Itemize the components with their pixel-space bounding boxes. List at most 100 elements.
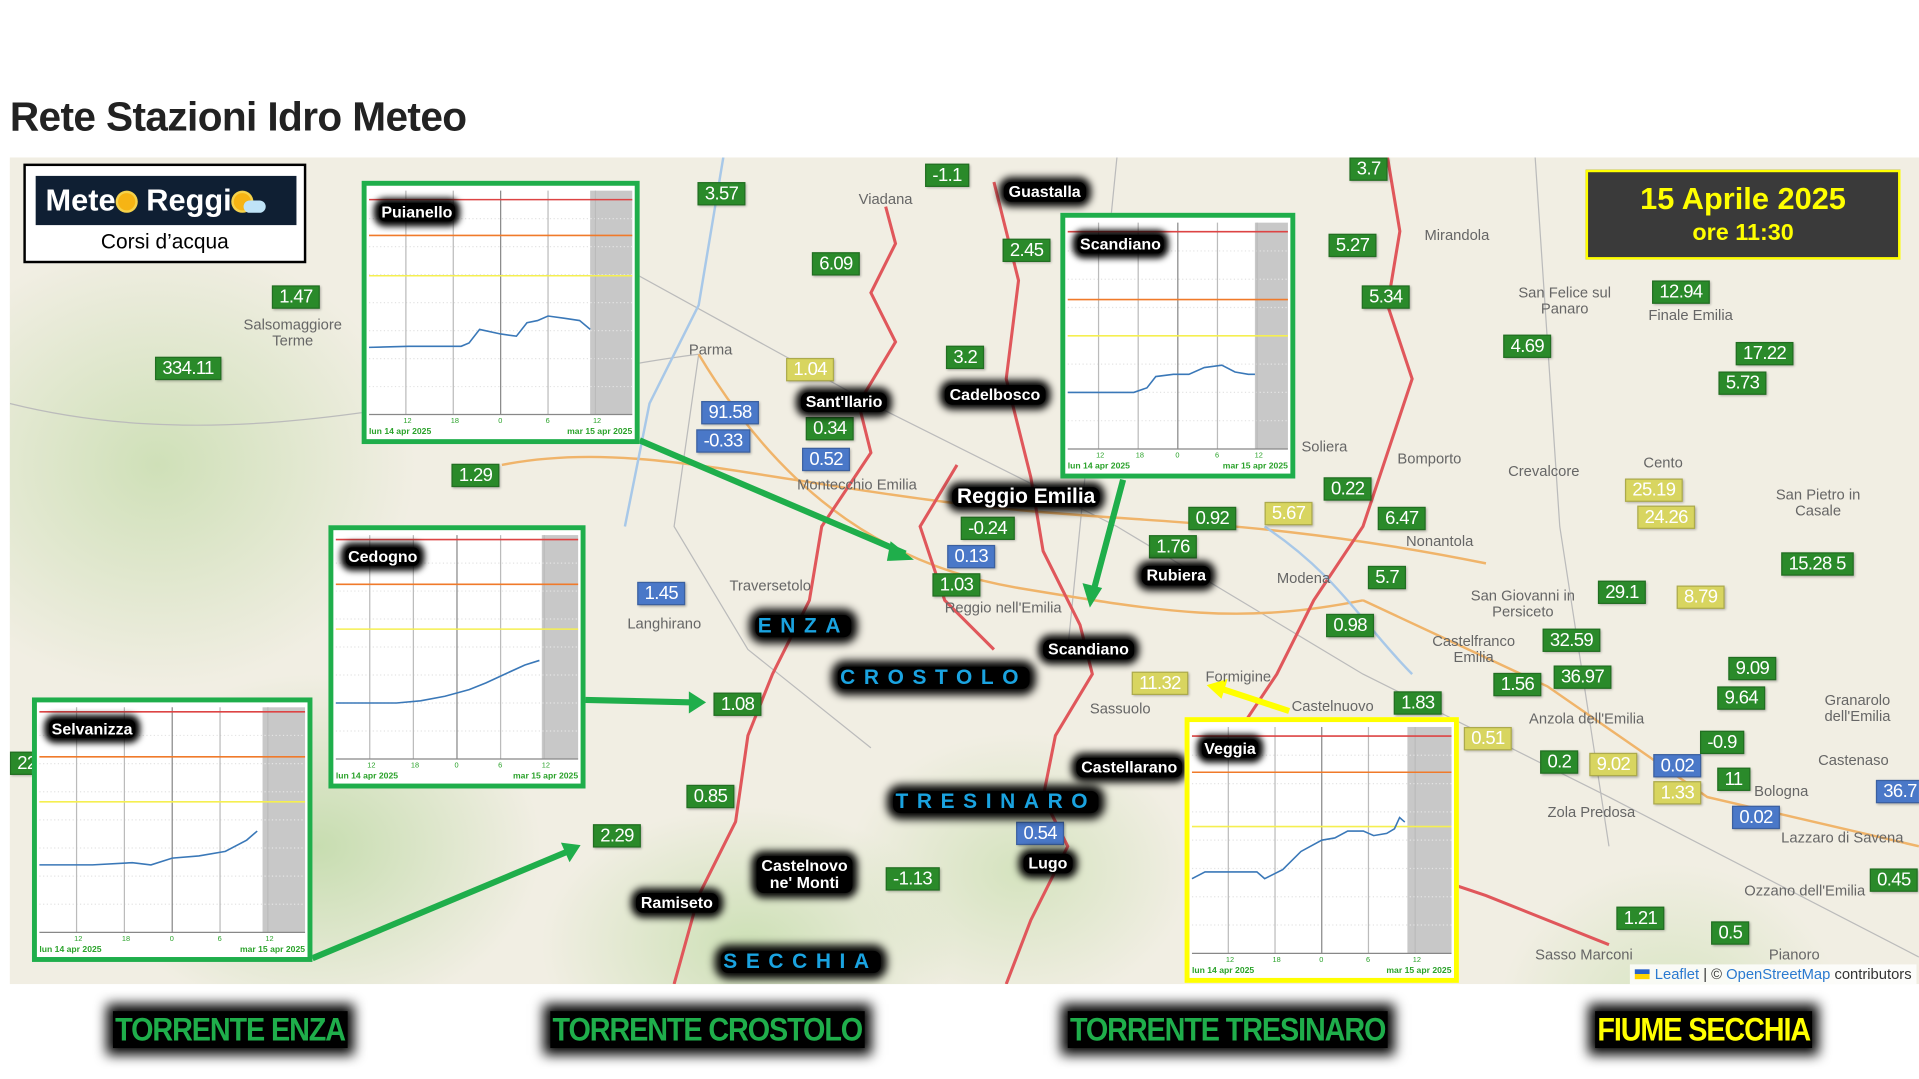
station-marker[interactable]: 24.26 bbox=[1637, 505, 1696, 529]
station-marker[interactable]: 15.28 5 bbox=[1781, 552, 1854, 576]
chart-plot bbox=[39, 707, 306, 934]
station-marker[interactable]: 0.54 bbox=[1016, 821, 1065, 846]
town-label: Castelfranco Emilia bbox=[1432, 632, 1516, 666]
station-marker[interactable]: 3.2 bbox=[945, 345, 985, 370]
station-marker[interactable]: 9.02 bbox=[1589, 752, 1638, 777]
station-marker[interactable]: -0.33 bbox=[696, 429, 750, 453]
station-marker[interactable]: 0.45 bbox=[1869, 868, 1918, 892]
place-label: Guastalla bbox=[1003, 182, 1086, 202]
station-marker[interactable]: 9.64 bbox=[1717, 686, 1766, 710]
station-marker[interactable]: 5.27 bbox=[1328, 233, 1377, 258]
station-marker[interactable]: 1.08 bbox=[713, 692, 762, 716]
station-marker[interactable]: 334.11 bbox=[154, 356, 222, 381]
station-marker[interactable]: 9.09 bbox=[1728, 656, 1777, 681]
station-marker[interactable]: 0.02 bbox=[1653, 754, 1702, 778]
leaflet-link[interactable]: Leaflet bbox=[1654, 965, 1700, 983]
station-marker[interactable]: 1.21 bbox=[1616, 906, 1665, 930]
station-marker[interactable]: 29.1 bbox=[1597, 580, 1647, 604]
station-marker[interactable]: 5.73 bbox=[1718, 371, 1767, 395]
station-marker[interactable]: 1.76 bbox=[1148, 535, 1198, 559]
x-tick-label: 0 bbox=[454, 762, 459, 771]
logo-subtitle: Corsi d’acqua bbox=[100, 230, 229, 254]
station-marker[interactable]: 0.13 bbox=[947, 544, 996, 569]
station-marker[interactable]: 1.33 bbox=[1653, 781, 1702, 805]
chart-plot bbox=[369, 190, 633, 416]
station-marker[interactable]: 1.56 bbox=[1493, 672, 1542, 697]
station-marker[interactable]: -0.24 bbox=[960, 516, 1015, 541]
chart-plot bbox=[1191, 726, 1452, 954]
station-marker[interactable]: 12.94 bbox=[1652, 280, 1710, 304]
x-tick-label: 6 bbox=[1214, 452, 1220, 461]
station-marker[interactable]: 0.22 bbox=[1323, 477, 1372, 501]
station-marker[interactable]: 1.45 bbox=[637, 581, 686, 606]
town-label: Anzola dell'Emilia bbox=[1529, 709, 1645, 727]
station-marker[interactable]: 6.47 bbox=[1377, 506, 1426, 531]
station-marker[interactable]: -0.9 bbox=[1699, 730, 1745, 755]
station-marker[interactable]: 25.19 bbox=[1624, 478, 1683, 502]
station-marker[interactable]: 11 bbox=[1717, 767, 1750, 791]
station-marker[interactable]: 36.7 bbox=[1875, 779, 1919, 804]
station-marker[interactable]: 2.45 bbox=[1002, 238, 1051, 263]
station-marker[interactable]: 0.5 bbox=[1711, 921, 1750, 945]
station-marker[interactable]: 1.47 bbox=[271, 285, 321, 309]
chart-title: Cedogno bbox=[345, 547, 420, 566]
station-marker[interactable]: 8.79 bbox=[1676, 585, 1725, 609]
x-tick-label: 12 bbox=[403, 418, 412, 426]
station-marker[interactable]: 1.29 bbox=[451, 463, 500, 488]
station-marker[interactable]: 1.83 bbox=[1393, 691, 1442, 715]
page-title: Rete Stazioni Idro Meteo bbox=[9, 93, 467, 140]
station-marker[interactable]: 3.57 bbox=[697, 182, 746, 206]
station-marker[interactable]: 1.04 bbox=[786, 357, 835, 382]
town-label: Sasso Marconi bbox=[1535, 945, 1633, 964]
station-marker[interactable]: 0.2 bbox=[1540, 750, 1579, 774]
x-end-label: mar 15 apr 2025 bbox=[567, 428, 633, 437]
x-end-label: mar 15 apr 2025 bbox=[1386, 966, 1452, 976]
station-marker[interactable]: 0.98 bbox=[1326, 613, 1375, 638]
place-label: Castelnovo ne' Monti bbox=[756, 856, 853, 894]
openstreetmap-link[interactable]: OpenStreetMap bbox=[1726, 965, 1831, 983]
station-marker[interactable]: 0.52 bbox=[802, 447, 851, 472]
station-marker[interactable]: 5.34 bbox=[1361, 285, 1410, 309]
station-marker[interactable]: 91.58 bbox=[701, 401, 760, 425]
x-start-label: lun 14 apr 2025 bbox=[369, 428, 432, 437]
station-marker[interactable]: 0.85 bbox=[686, 784, 735, 809]
x-start-label: lun 14 apr 2025 bbox=[1191, 966, 1255, 976]
town-label: Castenaso bbox=[1818, 751, 1889, 769]
x-end-label: mar 15 apr 2025 bbox=[513, 772, 579, 782]
station-marker[interactable]: 11.32 bbox=[1131, 671, 1189, 696]
x-tick-label: 6 bbox=[498, 762, 503, 771]
station-marker[interactable]: 0.51 bbox=[1463, 726, 1513, 751]
x-tick-label: 6 bbox=[545, 418, 550, 426]
station-marker[interactable]: -1.1 bbox=[925, 163, 970, 187]
station-marker[interactable]: 0.02 bbox=[1731, 805, 1781, 830]
x-tick-label: 12 bbox=[367, 762, 376, 771]
station-marker[interactable]: 36.97 bbox=[1553, 665, 1612, 689]
station-marker[interactable]: 0.92 bbox=[1188, 506, 1237, 531]
town-label: Bologna bbox=[1754, 782, 1809, 800]
place-label: Lugo bbox=[1023, 853, 1073, 874]
river-title: TORRENTE CROSTOLO bbox=[550, 1011, 865, 1049]
town-label: Reggio nell'Emilia bbox=[944, 599, 1062, 617]
station-marker[interactable]: 1.03 bbox=[932, 573, 981, 597]
station-marker[interactable]: 5.67 bbox=[1264, 501, 1313, 526]
station-marker[interactable]: 17.22 bbox=[1735, 341, 1794, 366]
station-marker[interactable]: 6.09 bbox=[811, 252, 861, 276]
station-marker[interactable]: 3.7 bbox=[1349, 157, 1388, 181]
town-label: Formigine bbox=[1205, 667, 1272, 686]
map-attribution: Leaflet | © OpenStreetMap contributors bbox=[1630, 964, 1917, 985]
station-marker[interactable]: 4.69 bbox=[1503, 334, 1552, 358]
station-marker[interactable]: 0.34 bbox=[805, 417, 854, 441]
station-marker[interactable]: 5.7 bbox=[1367, 565, 1407, 590]
station-marker[interactable]: 2.29 bbox=[592, 824, 642, 848]
station-marker[interactable]: -1.13 bbox=[885, 867, 940, 891]
station-marker[interactable]: 32.59 bbox=[1542, 628, 1601, 652]
level-series bbox=[1067, 364, 1255, 394]
attribution-text: contributors bbox=[1830, 965, 1912, 983]
logo-text-right: Reggi bbox=[146, 183, 232, 218]
